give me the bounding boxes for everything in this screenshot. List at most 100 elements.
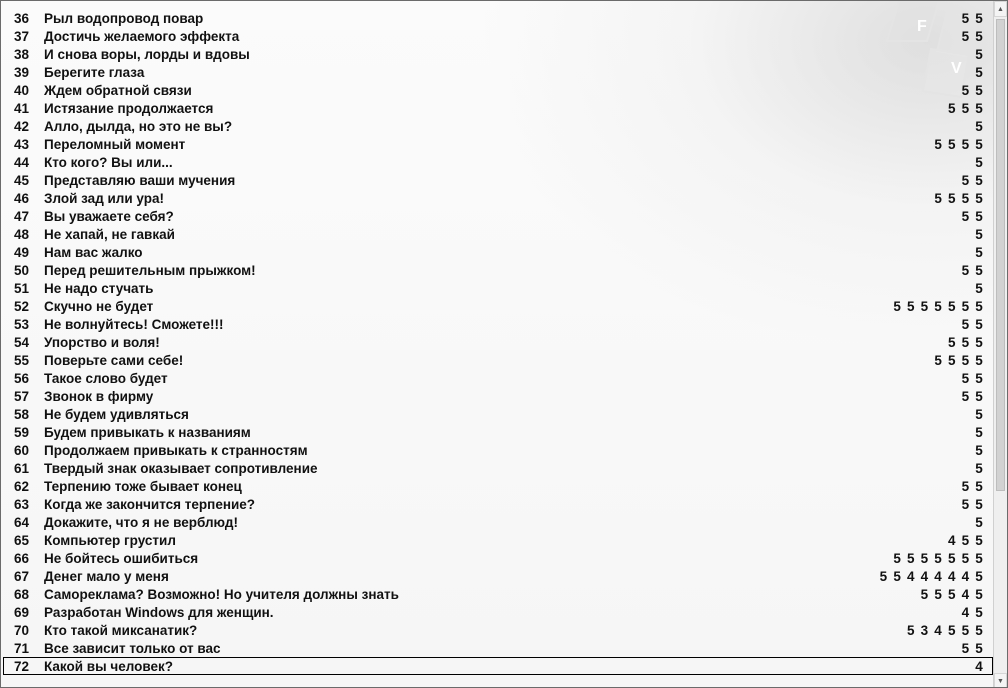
list-item[interactable]: 65 Компьютер грустил 4 5 5 [3, 531, 993, 549]
lesson-scores: 5 5 5 5 [934, 191, 984, 206]
lesson-number: 54 [14, 335, 30, 350]
lesson-number: 68 [14, 587, 30, 602]
lesson-number: 69 [14, 605, 30, 620]
lesson-number: 65 [14, 533, 30, 548]
lesson-title: Не будем удивляться [44, 407, 189, 422]
lesson-title: Будем привыкать к названиям [44, 425, 251, 440]
lesson-number: 53 [14, 317, 30, 332]
lesson-scores: 5 5 [961, 83, 984, 98]
lesson-title: Какой вы человек? [44, 659, 173, 674]
lesson-number: 46 [14, 191, 30, 206]
lesson-title: Не хапай, не гавкай [44, 227, 175, 242]
scroll-down-button[interactable]: ▼ [994, 673, 1007, 687]
lesson-number: 47 [14, 209, 30, 224]
list-item[interactable]: 70 Кто такой миксанатик? 5 3 4 5 5 5 [3, 621, 993, 639]
lesson-title: Поверьте сами себе! [44, 353, 184, 368]
lesson-title: Злой зад или ура! [44, 191, 165, 206]
list-item[interactable]: 68 Самореклама? Возможно! Но учителя долж… [3, 585, 993, 603]
scroll-thumb[interactable] [996, 19, 1005, 491]
lesson-title: Кто такой миксанатик? [44, 623, 198, 638]
lesson-title: Все зависит только от вас [44, 641, 221, 656]
lesson-number: 62 [14, 479, 30, 494]
lesson-title: Самореклама? Возможно! Но учителя должны… [44, 587, 399, 602]
lesson-number: 44 [14, 155, 30, 170]
lesson-number: 63 [14, 497, 30, 512]
lesson-title: Компьютер грустил [44, 533, 176, 548]
lesson-title: Истязание продолжается [44, 101, 214, 116]
lesson-number: 41 [14, 101, 30, 116]
lesson-number: 59 [14, 425, 30, 440]
lesson-number: 56 [14, 371, 30, 386]
lesson-number: 42 [14, 119, 30, 134]
lesson-number: 37 [14, 29, 30, 44]
lesson-scores: 5 5 5 [947, 335, 984, 350]
lesson-scores: 5 [975, 443, 984, 458]
lesson-number: 72 [14, 659, 30, 674]
lesson-number: 43 [14, 137, 30, 152]
lesson-scores: 5 [975, 65, 984, 80]
lesson-scores: 5 5 [961, 11, 984, 26]
lesson-scores: 5 [975, 47, 984, 62]
lesson-scores: 5 5 [961, 29, 984, 44]
lesson-title: Докажите, что я не верблюд! [44, 515, 238, 530]
vertical-scrollbar[interactable]: ▲ ▼ [993, 1, 1007, 687]
list-item[interactable]: 66 Не бойтесь ошибиться 5 5 5 5 5 5 5 [3, 549, 993, 567]
lesson-number: 66 [14, 551, 30, 566]
lesson-scores: 5 3 4 5 5 5 [906, 623, 984, 638]
lesson-title: Твердый знак оказывает сопротивление [44, 461, 318, 476]
lesson-number: 70 [14, 623, 30, 638]
lesson-number: 51 [14, 281, 30, 296]
lesson-title: Переломный момент [44, 137, 186, 152]
lesson-scores: 5 5 5 5 5 5 5 [893, 551, 984, 566]
lesson-title: Не бойтесь ошибиться [44, 551, 199, 566]
list-item[interactable]: 59 Будем привыкать к названиям 5 [3, 423, 993, 441]
list-item[interactable]: 46 Злой зад или ура! 5 5 5 5 [3, 189, 993, 207]
lesson-scores: 5 5 [961, 263, 984, 278]
list-item[interactable]: 39 Берегите глаза 5 [3, 63, 993, 81]
lesson-scores: 5 [975, 119, 984, 134]
lesson-number: 36 [14, 11, 30, 26]
lesson-scores: 5 [975, 425, 984, 440]
lesson-scores: 4 5 5 [947, 533, 984, 548]
scroll-up-button[interactable]: ▲ [994, 1, 1007, 17]
lesson-number: 45 [14, 173, 30, 188]
lesson-title: Перед решительным прыжком! [44, 263, 256, 278]
lesson-scores: 5 5 [961, 317, 984, 332]
lesson-title: И снова воры, лорды и вдовы [44, 47, 250, 62]
lesson-number: 39 [14, 65, 30, 80]
lesson-scores: 5 5 [961, 479, 984, 494]
lesson-title: Берегите глаза [44, 65, 145, 80]
lesson-number: 71 [14, 641, 30, 656]
